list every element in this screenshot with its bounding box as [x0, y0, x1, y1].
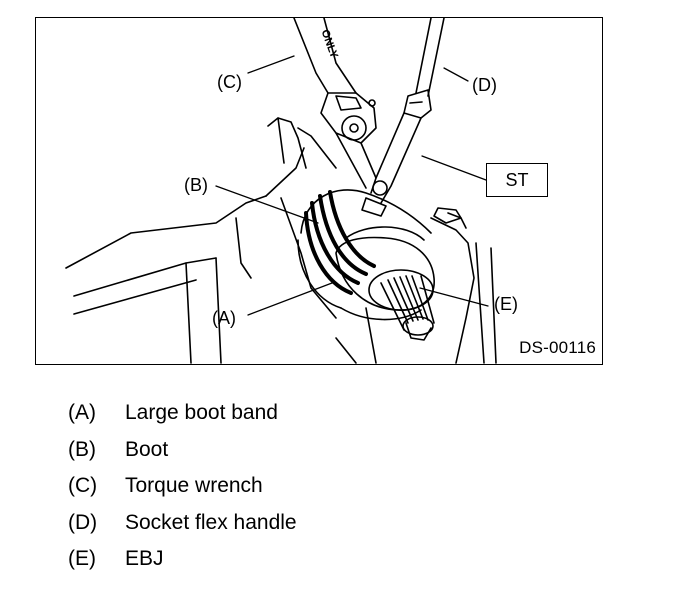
callout-d: (D) [472, 75, 497, 95]
callout-e: (E) [494, 294, 518, 314]
leader-lines [215, 55, 489, 316]
legend-key: (C) [68, 474, 98, 497]
legend-item: (D) Socket flex handle [68, 505, 628, 542]
ebj-drawing [368, 269, 435, 341]
callout-b: (B) [184, 175, 208, 195]
wrench-engraving: ONLY [319, 28, 341, 60]
legend-key: (E) [68, 547, 96, 570]
legend-key: (A) [68, 401, 96, 424]
figure-code: DS-00116 [519, 338, 596, 357]
legend-key: (B) [68, 437, 96, 461]
legend-key: (D) [68, 510, 98, 534]
housing-outline [65, 117, 497, 364]
boot-drawing [297, 189, 435, 321]
legend-text: Torque wrench [125, 474, 263, 497]
legend-text: EBJ [125, 547, 164, 570]
callout-a: (A) [212, 308, 236, 328]
callout-c: (C) [217, 72, 242, 92]
legend: (A) Large boot band (B) Boot (C) Torque … [68, 395, 628, 578]
torque-wrench-drawing: ONLY [293, 18, 377, 189]
flex-handle-drawing [361, 18, 445, 217]
legend-item: (E) EBJ [68, 541, 628, 578]
st-label-box: ST [486, 163, 548, 197]
legend-text: Large boot band [125, 401, 278, 424]
legend-text: Socket flex handle [125, 510, 297, 534]
legend-item: (A) Large boot band [68, 395, 628, 432]
legend-text: Boot [125, 437, 169, 461]
legend-item: (C) Torque wrench [68, 468, 628, 505]
legend-item: (B) Boot [68, 432, 628, 469]
illustration: ONLY [65, 18, 497, 364]
figure-frame: ONLY (C) (D) (B) (A) (E) ST DS-00116 [35, 17, 603, 365]
